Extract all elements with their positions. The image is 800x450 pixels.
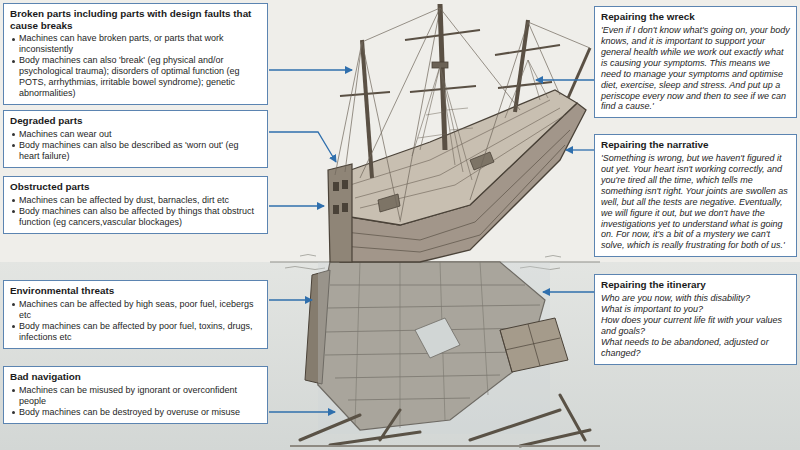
quote-text: 'Something is wrong, but we haven't figu… [601,153,790,252]
box-heading: Environmental threats [10,285,261,297]
repair-box: Repairing the wreck 'Even if I don't know… [594,6,797,118]
box-heading: Bad navigation [10,371,261,383]
problem-box: Broken parts including parts with design… [3,3,268,105]
ship-hull-part [328,164,352,262]
masts-and-rigging-part [335,8,590,222]
leader-arrows [269,70,594,412]
leader-arrows-part [269,299,312,300]
leader-arrows-part [269,205,324,206]
bullet-text: Body machines can also be affected by th… [10,206,261,228]
bullet-text: Body machines can also 'break' (eg physi… [10,55,261,99]
ship-hull-part [333,205,339,214]
masts-and-rigging-part [412,60,548,180]
repair-box: Repairing the itineraryWho are you now, … [594,274,797,365]
ship-hull-part [342,130,570,252]
problem-box: Obstructed partsMachines can be affected… [3,176,268,234]
bullet-text: Machines can be affected by high seas, p… [10,299,261,321]
box-heading: Obstructed parts [10,181,261,193]
masts-and-rigging-part [515,20,528,112]
ship-hull-part [342,203,348,212]
bullet-text: Machines can wear out [10,129,261,140]
quote-text: What is important to you? [601,304,790,315]
bullet-text: Body machines can be affected by poor fu… [10,321,261,343]
wreck-debris-part [500,318,568,372]
masts-and-rigging-part [568,48,590,98]
leader-arrows-part [269,411,335,412]
leader-arrows-part [269,69,352,70]
quote-text: What needs to be abandoned, adjusted or … [601,337,790,359]
box-heading: Broken parts including parts with design… [10,8,261,31]
masts-and-rigging [335,4,590,222]
masts-and-rigging-part [362,40,372,178]
bullet-text: Machines can have broken parts, or parts… [10,33,261,55]
ship-hull-part [350,100,565,208]
wreck-debris-part [290,445,600,447]
problem-box: Environmental threatsMachines can be aff… [3,280,268,349]
sea [0,255,800,450]
bullet-text: Body machines can also be described as '… [10,140,261,162]
wreck-debris-part [500,324,560,372]
sea-part [0,262,800,450]
ship-hull-part [333,182,339,191]
quote-text: Who are you now, with this disability? [601,293,790,304]
problem-box: Degraded partsMachines can wear outBody … [3,110,268,168]
box-heading: Repairing the itinerary [601,279,790,291]
wreck-debris [290,318,600,446]
leader-arrows-part [543,291,594,292]
leader-arrows-part [566,149,594,150]
leader-arrows-part [269,132,336,162]
box-heading: Degraded parts [10,115,261,127]
masts-and-rigging-part [418,108,473,138]
quote-text: How does your current life fit with your… [601,315,790,337]
leader-arrows-part [536,79,594,80]
bullet-text: Machines can be misused by ignorant or o… [10,385,261,407]
quote-text: 'Even if I don't know what's going on, y… [601,25,790,113]
bullet-text: Machines can be affected by dust, barnac… [10,195,261,206]
ship-hull-part [342,180,348,189]
problem-box: Bad navigationMachines can be misused by… [3,366,268,424]
box-heading: Repairing the wreck [601,11,790,23]
box-heading: Repairing the narrative [601,139,790,151]
wreck-debris-part [300,395,590,446]
repair-box: Repairing the narrative 'Something is wro… [594,134,797,257]
bullet-text: Body machines can be destroyed by overus… [10,407,261,418]
ship-hull-part [378,152,494,212]
